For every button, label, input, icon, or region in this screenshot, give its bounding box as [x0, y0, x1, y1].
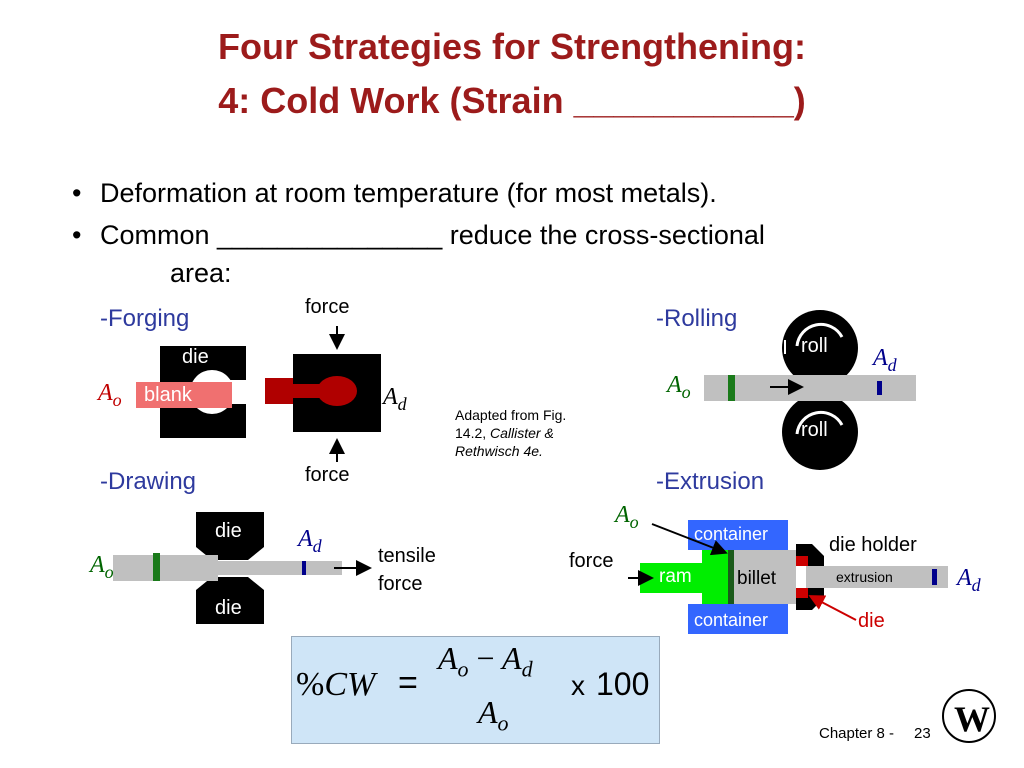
figure-credit: Adapted from Fig. 14.2, Callister & Reth…	[455, 406, 605, 460]
drawing-label: -Drawing	[100, 468, 197, 495]
extrusion-product	[806, 566, 948, 588]
extrusion-Ao-marker	[728, 550, 734, 604]
forging-force-bottom-label: force	[305, 464, 350, 486]
drawing-Ad-marker	[302, 561, 306, 575]
rolling-workpiece	[704, 375, 916, 401]
forging-label: -Forging	[100, 305, 190, 332]
forging-Ao-label: Ao	[98, 380, 122, 410]
rolling-roll-top-label: roll	[801, 335, 828, 357]
rolling-Ad-label: Ad	[873, 345, 897, 375]
extrusion-label: -Extrusion	[656, 468, 765, 495]
forging-die-label: die	[182, 346, 209, 368]
forging-force-top-label: force	[305, 296, 350, 318]
bullet-text: Common _______________ reduce the cross-…	[100, 220, 765, 250]
drawing-die-top-label: die	[215, 520, 242, 542]
rolling-Ao-label: Ao	[667, 372, 691, 402]
extrusion-Ad-marker	[932, 569, 937, 585]
rolling-Ao-marker	[728, 375, 735, 401]
credit-line1: Adapted from Fig.	[455, 407, 567, 423]
bullet-2-continued: area:	[170, 258, 232, 288]
bullet-2: • Common _______________ reduce the cross…	[72, 218, 765, 252]
extrusion-billet	[732, 550, 796, 604]
rolling-label: -Rolling	[656, 305, 738, 332]
footer-chapter: Chapter 8 -	[819, 725, 895, 742]
wiley-logo-icon: W	[942, 689, 996, 743]
footer-page-number: 23	[914, 725, 931, 742]
bullet-glyph: •	[72, 178, 82, 208]
extrusion-container-bottom	[688, 604, 788, 634]
drawing-Ao-marker	[153, 553, 160, 581]
drawing-workpiece-thick	[113, 555, 218, 581]
extrusion-die-label: die	[858, 610, 885, 632]
svg-text:W: W	[954, 699, 990, 739]
forging-blank	[136, 382, 232, 408]
formula-numerator: Ao − Ad	[438, 640, 533, 682]
extrusion-die-bottom	[796, 588, 808, 598]
formula-times: x	[571, 670, 585, 701]
extrusion-Ao-pointer	[651, 523, 728, 556]
slide-title-line1: Four Strategies for Strengthening:	[217, 26, 807, 67]
percent-cold-work-formula	[291, 636, 660, 744]
extrusion-ram-head	[702, 550, 732, 604]
drawing-dies	[196, 512, 264, 624]
credit-line2: 14.2, Callister &	[455, 425, 554, 441]
formula-lhs: %CW	[296, 666, 376, 703]
extrusion-ram-label: ram	[659, 566, 692, 587]
extrusion-Ad-label: Ad	[957, 565, 981, 595]
rolling-Ad-marker	[877, 381, 882, 395]
slide-title-line2: 4: Cold Work (Strain ___________)	[218, 80, 806, 121]
extrusion-container-top-label: container	[694, 524, 769, 544]
drawing-Ao-label: Ao	[90, 552, 114, 582]
forging-die-closed	[265, 354, 381, 432]
bullet-text: Deformation at room temperature (for mos…	[100, 178, 717, 208]
extrusion-billet-label: billet	[737, 568, 777, 589]
drawing-die-bottom-label: die	[215, 597, 242, 619]
extrusion-die-holder-label: die holder	[829, 534, 917, 556]
formula-denominator: Ao	[478, 694, 509, 736]
formula-hundred: 100	[596, 666, 650, 702]
extrusion-container-bottom-label: container	[694, 610, 769, 630]
extrusion-die-pointer	[808, 595, 857, 621]
extrusion-product-label: extrusion	[836, 569, 893, 585]
credit-line3: Rethwisch 4e.	[455, 443, 543, 459]
bullet-glyph: •	[72, 220, 82, 250]
drawing-workpiece-thin	[214, 561, 342, 575]
rolling-rollers	[782, 310, 858, 470]
drawing-Ad-label: Ad	[298, 526, 322, 556]
extrusion-die-top	[796, 556, 808, 566]
extrusion-Ao-label: Ao	[615, 502, 639, 532]
formula-equals: =	[398, 664, 418, 702]
rolling-roll-bottom-label: roll	[801, 419, 828, 441]
forging-Ad-label: Ad	[383, 384, 407, 414]
forging-blank-label: blank	[144, 384, 192, 406]
extrusion-force-label: force	[569, 550, 614, 572]
bullet-1: • Deformation at room temperature (for mo…	[72, 176, 717, 210]
